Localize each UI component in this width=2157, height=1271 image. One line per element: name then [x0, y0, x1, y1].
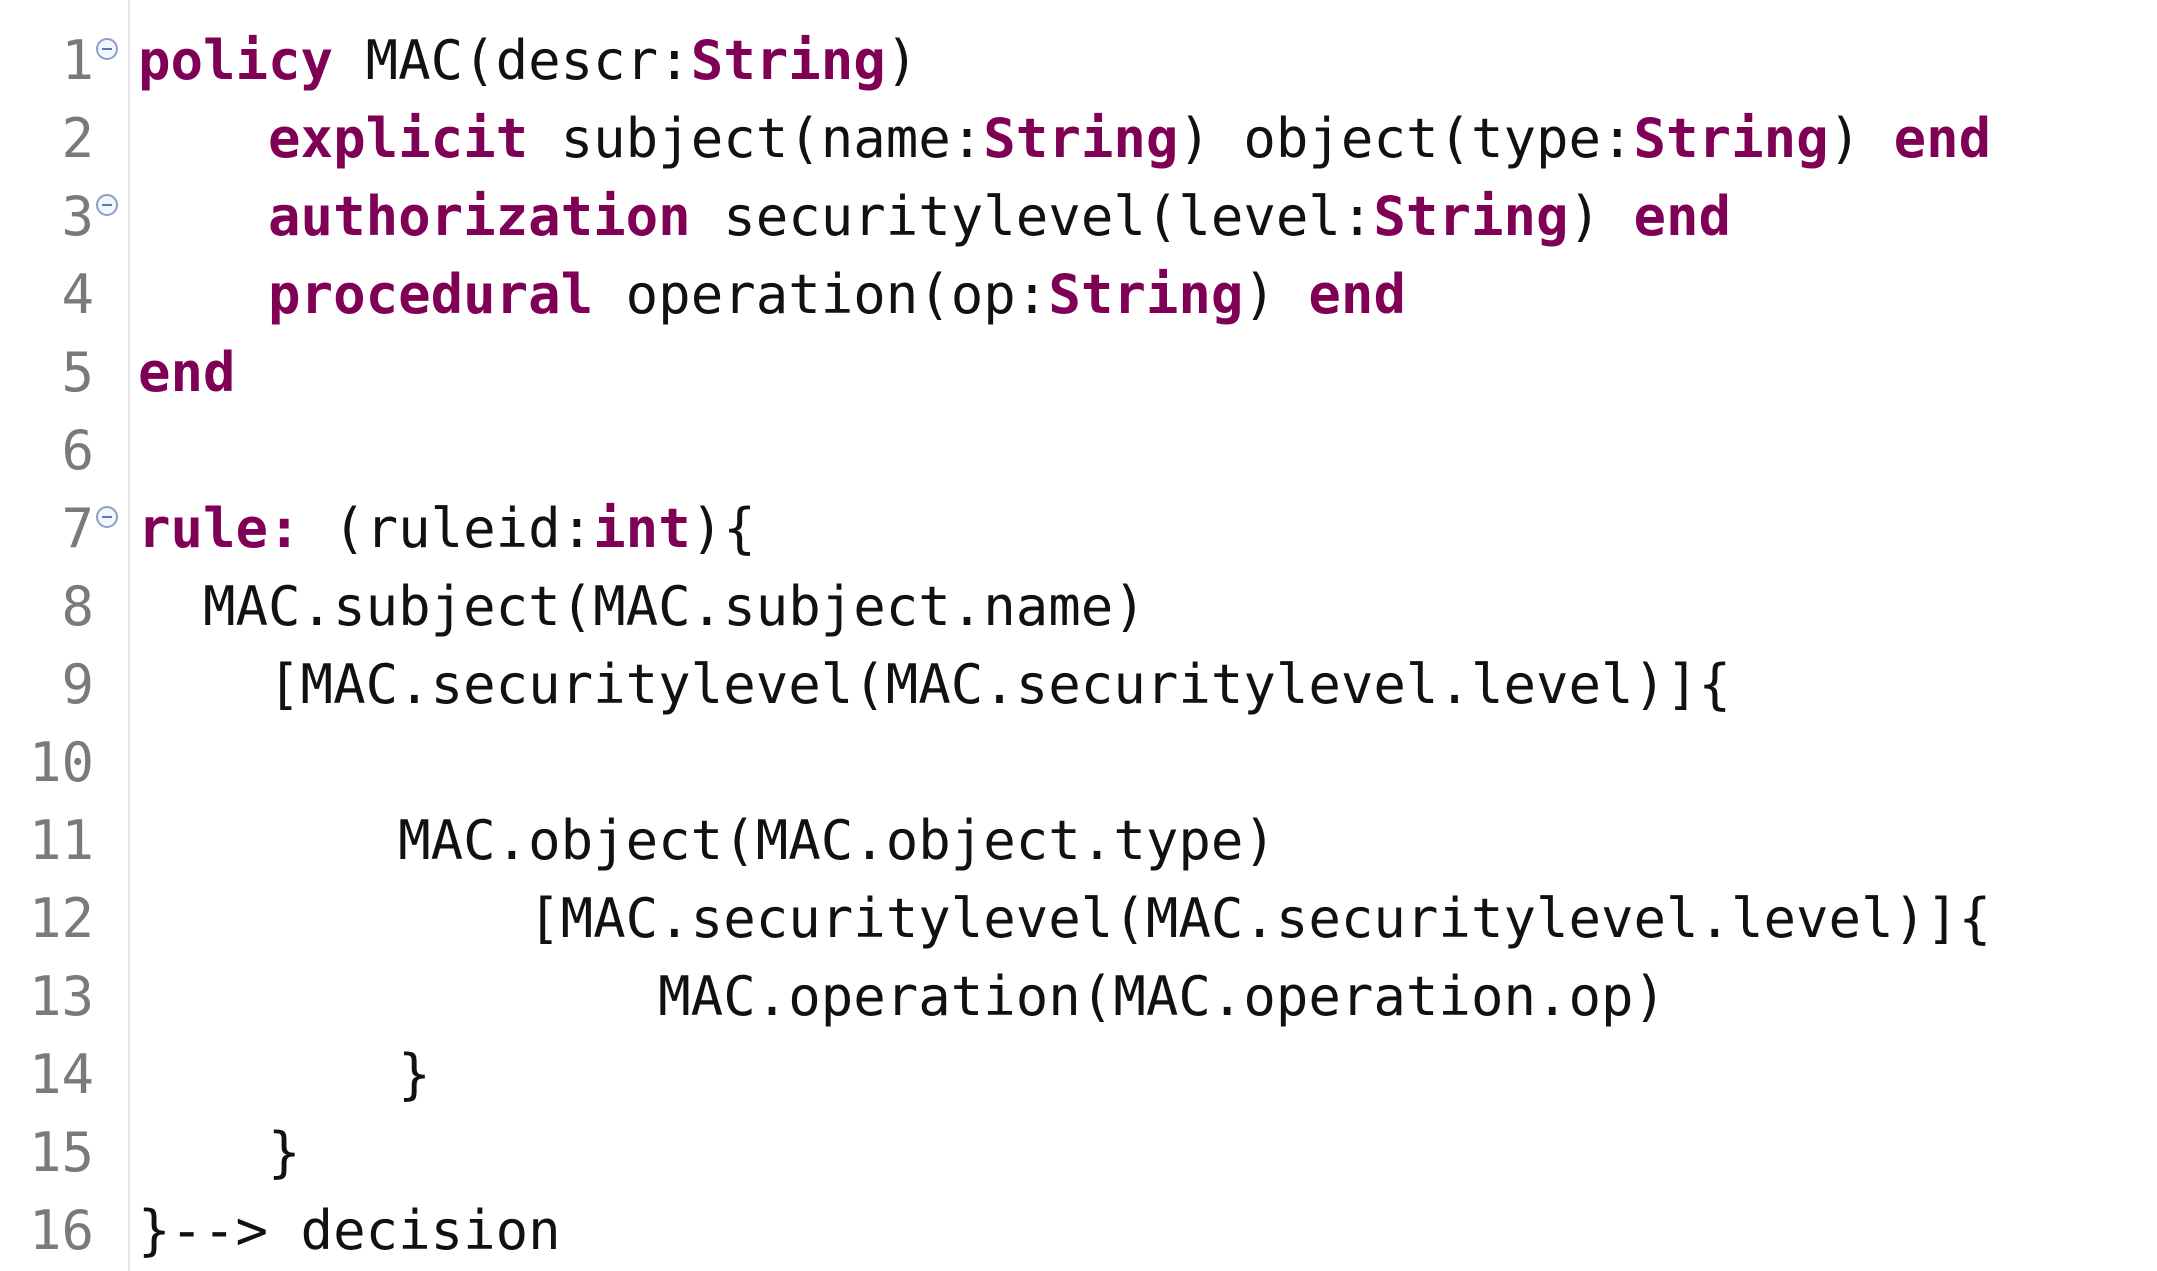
code-line[interactable]: 1 policy MAC(descr:String)	[0, 22, 2157, 100]
keyword-token: end	[1633, 185, 1732, 248]
line-number: 16	[28, 1199, 94, 1262]
code-token: }	[138, 1121, 301, 1184]
code-text[interactable]: rule: (ruleid:int){	[138, 490, 756, 568]
code-text[interactable]: end	[138, 334, 236, 412]
code-token: subject(name:	[528, 107, 984, 170]
code-token: ) object(type:	[1178, 107, 1634, 170]
line-number: 1	[61, 29, 94, 92]
line-number: 6	[61, 419, 94, 482]
keyword-token: explicit	[268, 107, 529, 170]
code-line[interactable]: 5 end	[0, 334, 2157, 412]
keyword-token: String	[1633, 107, 1829, 170]
code-token: )	[1568, 185, 1634, 248]
code-text[interactable]: }--> decision	[138, 1192, 561, 1270]
line-number: 5	[61, 341, 94, 404]
keyword-token: authorization	[268, 185, 691, 248]
line-number: 8	[61, 575, 94, 638]
code-token: MAC(descr:	[333, 29, 691, 92]
code-line[interactable]: 14 }	[0, 1036, 2157, 1114]
code-token	[138, 263, 268, 326]
code-token	[138, 107, 268, 170]
code-token: }--> decision	[138, 1199, 561, 1262]
keyword-token: String	[1048, 263, 1244, 326]
line-number: 13	[28, 965, 94, 1028]
code-line[interactable]: 16 }--> decision	[0, 1192, 2157, 1270]
code-token: )	[885, 29, 919, 92]
collapse-icon[interactable]	[96, 194, 118, 216]
code-text[interactable]: [MAC.securitylevel(MAC.securitylevel.lev…	[138, 646, 1731, 724]
code-line[interactable]: 8 MAC.subject(MAC.subject.name)	[0, 568, 2157, 646]
keyword-token: rule:	[138, 497, 301, 560]
code-text[interactable]: MAC.operation(MAC.operation.op)	[138, 958, 1666, 1036]
code-text[interactable]: procedural operation(op:String) end	[138, 256, 1406, 334]
keyword-token: String	[1373, 185, 1569, 248]
code-line[interactable]: 13 MAC.operation(MAC.operation.op)	[0, 958, 2157, 1036]
code-line[interactable]: 15 }	[0, 1114, 2157, 1192]
code-text[interactable]: }	[138, 1036, 431, 1114]
keyword-token: String	[983, 107, 1179, 170]
line-number: 12	[28, 887, 94, 950]
line-number: 3	[61, 185, 94, 248]
code-text[interactable]: [MAC.securitylevel(MAC.securitylevel.lev…	[138, 880, 1991, 958]
code-token: [MAC.securitylevel(MAC.securitylevel.lev…	[138, 887, 1992, 950]
code-text[interactable]: authorization securitylevel(level:String…	[138, 178, 1731, 256]
code-line[interactable]: 10	[0, 724, 2157, 802]
code-line[interactable]: 4 procedural operation(op:String) end	[0, 256, 2157, 334]
keyword-token: end	[1308, 263, 1406, 326]
line-number: 7	[61, 497, 94, 560]
code-token: MAC.subject(MAC.subject.name)	[138, 575, 1146, 638]
keyword-token: policy	[138, 29, 334, 92]
line-number: 10	[28, 731, 94, 794]
code-line[interactable]: 9 [MAC.securitylevel(MAC.securitylevel.l…	[0, 646, 2157, 724]
code-text[interactable]: }	[138, 1114, 301, 1192]
line-number: 9	[61, 653, 94, 716]
code-line[interactable]: 6	[0, 412, 2157, 490]
code-text[interactable]: policy MAC(descr:String)	[138, 22, 918, 100]
code-text[interactable]: MAC.subject(MAC.subject.name)	[138, 568, 1146, 646]
code-line[interactable]: 11 MAC.object(MAC.object.type)	[0, 802, 2157, 880]
collapse-icon[interactable]	[96, 38, 118, 60]
line-number: 2	[61, 107, 94, 170]
keyword-token: String	[690, 29, 886, 92]
collapse-icon[interactable]	[96, 506, 118, 528]
code-token: MAC.operation(MAC.operation.op)	[138, 965, 1667, 1028]
line-number: 11	[28, 809, 94, 872]
code-token: securitylevel(level:	[690, 185, 1374, 248]
code-token: MAC.object(MAC.object.type)	[138, 809, 1276, 872]
code-text[interactable]: explicit subject(name:String) object(typ…	[138, 100, 1991, 178]
code-line[interactable]: 2 explicit subject(name:String) object(t…	[0, 100, 2157, 178]
code-line[interactable]: 3 authorization securitylevel(level:Stri…	[0, 178, 2157, 256]
code-token: }	[138, 1043, 431, 1106]
keyword-token: int	[593, 497, 691, 560]
code-token	[138, 185, 268, 248]
code-token: operation(op:	[593, 263, 1049, 326]
code-line[interactable]: 7 rule: (ruleid:int){	[0, 490, 2157, 568]
line-number: 14	[28, 1043, 94, 1106]
code-token: (ruleid:	[300, 497, 594, 560]
code-token: ){	[690, 497, 756, 560]
code-line[interactable]: 12 [MAC.securitylevel(MAC.securitylevel.…	[0, 880, 2157, 958]
keyword-token: procedural	[268, 263, 594, 326]
code-token: [MAC.securitylevel(MAC.securitylevel.lev…	[138, 653, 1732, 716]
code-token: )	[1828, 107, 1894, 170]
line-number: 4	[61, 263, 94, 326]
code-text[interactable]: MAC.object(MAC.object.type)	[138, 802, 1276, 880]
line-number: 15	[28, 1121, 94, 1184]
keyword-token: end	[138, 341, 236, 404]
keyword-token: end	[1893, 107, 1992, 170]
code-token: )	[1243, 263, 1309, 326]
